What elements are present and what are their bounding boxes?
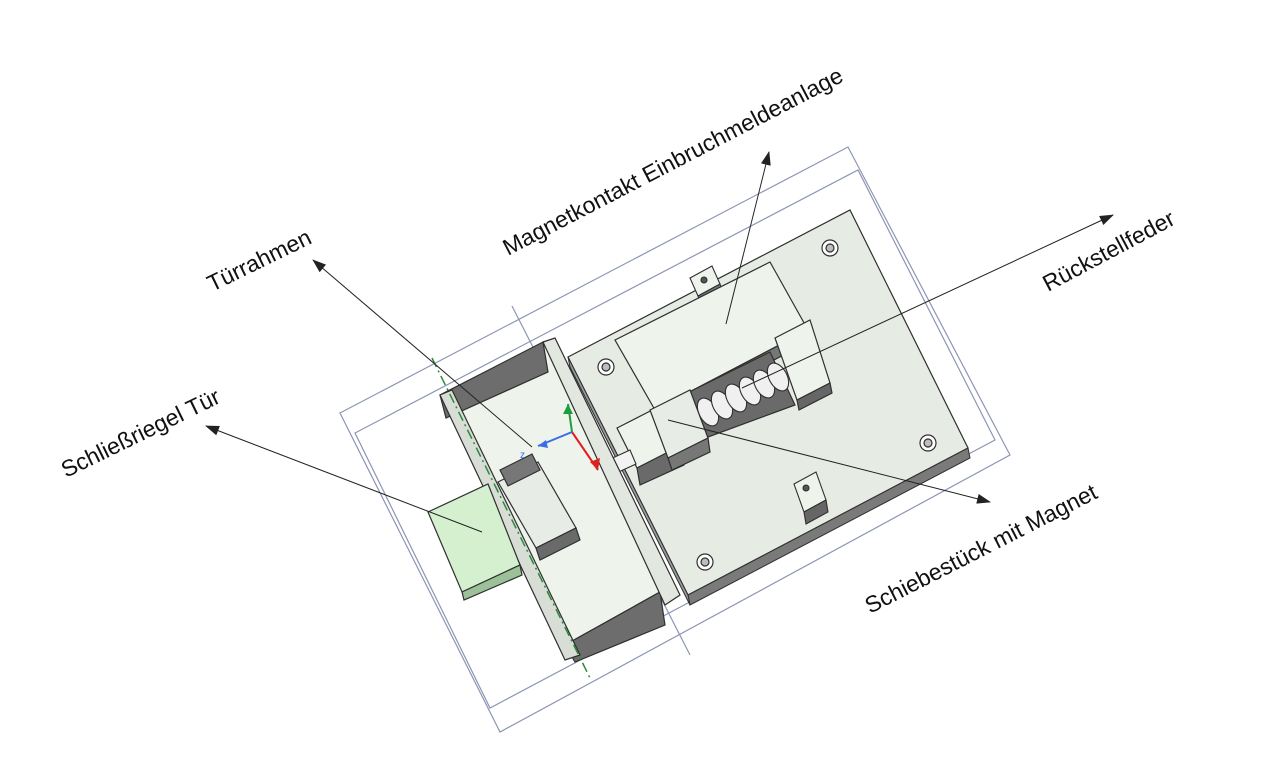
leader-magnetkontakt xyxy=(725,151,771,325)
leader-tuerrahmen xyxy=(312,259,533,448)
label-rueckstellfeder: Rückstellfeder xyxy=(1038,205,1179,297)
label-magnetkontakt: Magnetkontakt Einbruchmeldeanlage xyxy=(498,62,847,260)
mounting-holes xyxy=(597,239,937,571)
frame-guide-block xyxy=(497,453,581,561)
leader-schliessriegel xyxy=(205,425,483,533)
slider-with-magnet xyxy=(616,389,711,486)
axis-z-label: z xyxy=(520,450,525,461)
label-schliessriegel: Schließriegel Tür xyxy=(57,383,225,483)
leader-schiebestueck xyxy=(667,419,991,504)
leader-lines xyxy=(205,151,1114,533)
bounding-box-outline xyxy=(339,146,1011,733)
door-bolt xyxy=(427,483,523,601)
leader-rueckstellfeder xyxy=(741,214,1114,389)
axis-triad: z xyxy=(520,403,600,471)
return-spring xyxy=(696,362,790,427)
label-tuerrahmen: Türrahmen xyxy=(203,224,315,297)
